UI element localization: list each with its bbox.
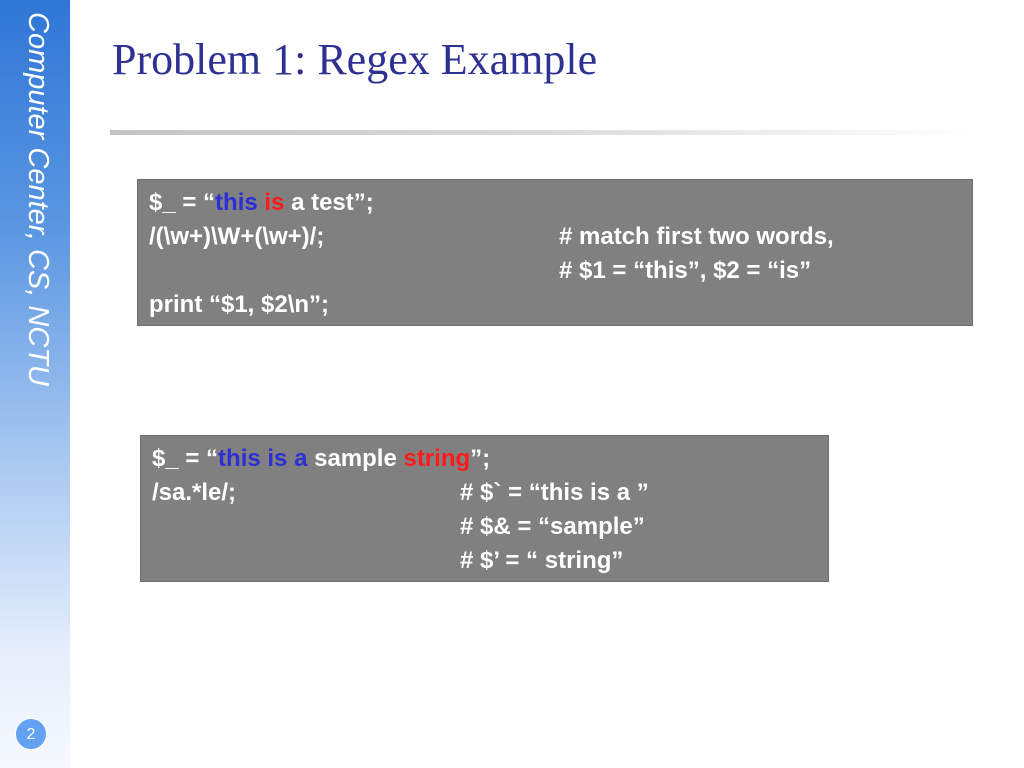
code-text: sample: [307, 445, 404, 472]
sidebar: Computer Center, CS, NCTU 2: [0, 0, 70, 768]
page-number-badge: 2: [15, 718, 47, 750]
code-example-2: $_ = “this is a sample string”; /sa.*le/…: [140, 435, 829, 582]
sidebar-label: Computer Center, CS, NCTU: [22, 12, 54, 386]
code-example-1: $_ = “this is a test”; /(\w+)\W+(\w+)/; …: [137, 179, 973, 326]
slide-title: Problem 1: Regex Example: [112, 35, 598, 84]
highlight-blue-text: this is a: [218, 445, 308, 472]
code-text: ”;: [470, 445, 491, 472]
title-divider: [110, 130, 970, 135]
code-line: print “$1, $2\n”;: [149, 291, 330, 318]
code-comment: # match first two words,: [559, 223, 834, 250]
highlight-blue-text: this: [215, 189, 258, 216]
code-comment: # $1 = “this”, $2 = “is”: [559, 257, 812, 284]
highlight-red-text: is: [264, 189, 285, 216]
code-line: $_ = “this is a test”;: [149, 189, 374, 217]
highlight-red-text: string: [403, 445, 471, 472]
code-line: /sa.*le/;: [152, 479, 237, 506]
code-line: /(\w+)\W+(\w+)/;: [149, 223, 325, 250]
code-comment: # $` = “this is a ”: [460, 479, 649, 506]
code-text: a test”;: [284, 189, 374, 216]
code-comment: # $’ = “ string”: [460, 547, 624, 574]
code-line: $_ = “this is a sample string”;: [152, 445, 490, 473]
code-text: $_ = “: [149, 189, 216, 216]
code-text: $_ = “: [152, 445, 219, 472]
code-comment: # $& = “sample”: [460, 513, 645, 540]
